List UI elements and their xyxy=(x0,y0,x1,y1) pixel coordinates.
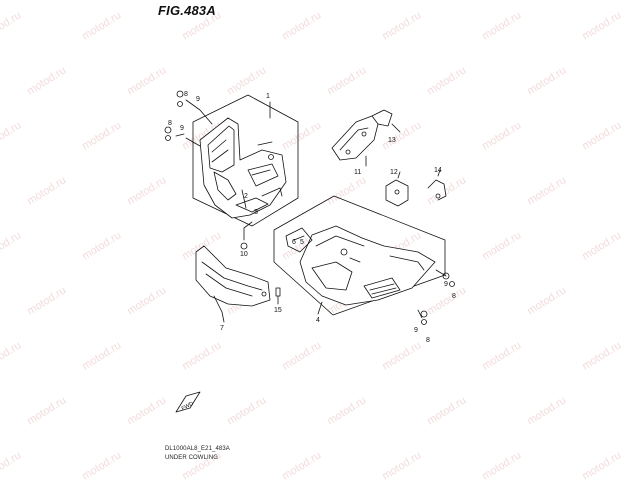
part-14-bracket xyxy=(427,179,447,201)
callout-4: 4 xyxy=(316,317,320,324)
part-13-bracket xyxy=(371,109,393,127)
callout-1: 1 xyxy=(266,93,270,100)
callout-8a: 8 xyxy=(184,91,188,98)
callout-9b: 9 xyxy=(180,125,184,132)
part-4-body xyxy=(299,225,436,306)
callout-9a: 9 xyxy=(196,96,200,103)
callout-12: 12 xyxy=(390,169,398,176)
figure-title: FIG.483A xyxy=(158,3,216,18)
part-1-frame xyxy=(192,94,299,227)
part-12-bracket xyxy=(385,179,409,207)
callout-7: 7 xyxy=(220,325,224,332)
fwd-arrow-icon xyxy=(175,391,201,413)
callout-14: 14 xyxy=(434,167,442,174)
callout-8c: 8 xyxy=(452,293,456,300)
callout-3: 3 xyxy=(254,209,258,216)
part-1-body xyxy=(199,117,287,219)
callout-13: 13 xyxy=(388,137,396,144)
callout-layer: 1 2 3 4 5 6 7 8 9 8 9 10 11 12 13 14 15 … xyxy=(168,91,456,412)
callout-10: 10 xyxy=(240,251,248,258)
part-11-bracket xyxy=(331,115,379,161)
callout-2: 2 xyxy=(244,193,248,200)
part-7-cover xyxy=(195,245,271,307)
fwd-label: FWD xyxy=(181,401,195,412)
callout-5: 5 xyxy=(300,239,304,246)
callout-9d: 9 xyxy=(414,327,418,334)
diagram-canvas: 1 2 3 4 5 6 7 8 9 8 9 10 11 12 13 14 15 … xyxy=(164,90,456,413)
callout-8d: 8 xyxy=(426,337,430,344)
caption-model: DL1000AL8_E21_483A xyxy=(165,446,230,452)
callout-11: 11 xyxy=(354,169,361,176)
caption-name: UNDER COWLING xyxy=(165,455,218,461)
callout-9c: 9 xyxy=(444,281,448,288)
callout-15: 15 xyxy=(274,307,282,314)
callout-6: 6 xyxy=(292,239,296,246)
callout-8b: 8 xyxy=(168,120,172,127)
